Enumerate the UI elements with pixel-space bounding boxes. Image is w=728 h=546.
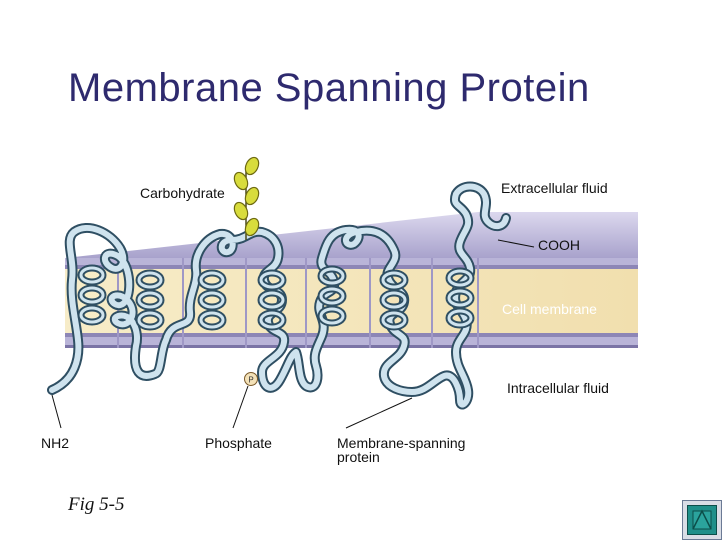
carbohydrate-label: Carbohydrate	[140, 185, 225, 201]
carbohydrate-chain	[233, 156, 260, 240]
figure-caption: Fig 5-5	[68, 494, 125, 515]
membrane-band-bottom	[65, 345, 638, 348]
intracellular-fluid-label: Intracellular fluid	[507, 380, 609, 396]
slide-title: Membrane Spanning Protein	[68, 66, 590, 110]
phosphate-marker-text: P	[248, 376, 253, 385]
membrane-band-lower	[65, 337, 638, 345]
lipid-columns	[117, 258, 479, 348]
extracellular-fluid-label: Extracellular fluid	[501, 180, 608, 196]
slide-navigation-icon	[687, 505, 717, 535]
membrane-spanning-protein-label: Membrane-spanning	[337, 435, 466, 451]
membrane-spanning-protein-label-line2: protein	[337, 449, 380, 465]
phosphate-marker-circle	[244, 372, 258, 386]
cell-membrane-label: Cell membrane	[502, 301, 597, 317]
phosphate-label: Phosphate	[205, 435, 272, 451]
membrane-band-lower-edge	[65, 333, 638, 337]
nh2-label: NH2	[41, 435, 70, 451]
slide-navigation-button[interactable]	[682, 500, 722, 540]
membrane-band-upper-edge	[65, 265, 638, 269]
helix-coils	[77, 264, 475, 331]
membrane-band-upper	[65, 258, 638, 265]
cooh-label: COOH	[538, 237, 580, 253]
leader-lines	[51, 239, 535, 429]
